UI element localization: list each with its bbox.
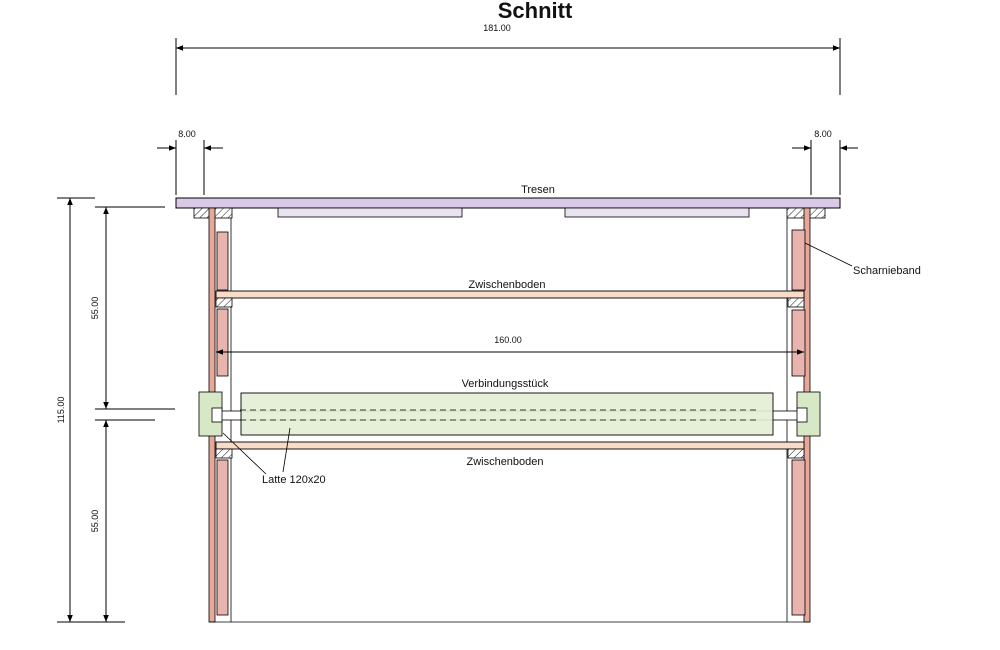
left-post-value: 8.00	[178, 129, 196, 139]
batten-label: Latte 120x20	[262, 474, 326, 486]
right-post-value: 8.00	[814, 129, 832, 139]
lower-shelf: Zwischenboden	[215, 441, 805, 468]
hinge-label: Scharnieband	[853, 265, 921, 277]
connector-label: Verbindungsstück	[462, 378, 549, 390]
overall-width-value: 181.00	[483, 23, 511, 33]
drawing-title: Schnitt	[498, 0, 573, 23]
height-dimensions: 115.00 55.00 55.00	[56, 197, 175, 623]
upper-shelf-label: Zwischenboden	[468, 279, 545, 291]
lower-shelf-label: Zwischenboden	[466, 456, 543, 468]
hinge-annotation: Scharnieband	[804, 242, 921, 277]
counter-label: Tresen	[521, 184, 555, 196]
overall-width-dimension: 181.00	[175, 23, 841, 95]
counter-top: Tresen	[175, 184, 841, 218]
lower-height-value: 55.00	[90, 510, 100, 533]
right-post-dimension: 8.00	[792, 129, 858, 195]
batten-annotation: Latte 120x20	[222, 427, 326, 486]
left-post-dimension: 8.00	[157, 129, 223, 195]
inner-width-dimension: 160.00	[216, 335, 804, 355]
side-panels	[216, 229, 806, 616]
total-height-value: 115.00	[56, 397, 66, 424]
upper-shelf: Zwischenboden	[215, 279, 805, 308]
upper-height-value: 55.00	[90, 297, 100, 320]
connector-assembly: Verbindungsstück	[198, 378, 821, 437]
inner-width-value: 160.00	[494, 335, 522, 345]
